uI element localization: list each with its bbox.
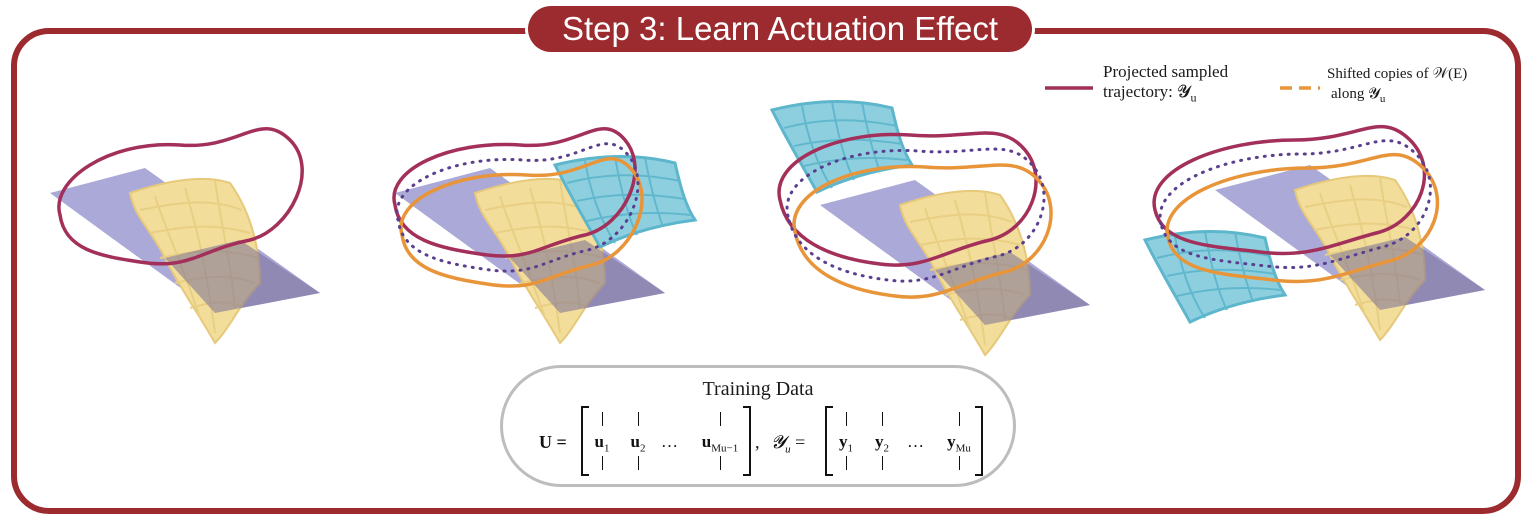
shifted-copy — [1165, 152, 1440, 284]
u-ellipsis: … — [661, 432, 678, 451]
shifted-copy — [792, 163, 1053, 299]
shifted-copy — [399, 157, 644, 288]
dotted-band — [395, 142, 640, 273]
y-ellipsis: … — [907, 432, 924, 451]
step-title: Step 3: Learn Actuation Effect — [528, 6, 1032, 52]
legend-shifted-label: Shifted copies of 𝒲(E) along 𝓨u — [1327, 66, 1468, 105]
training-equation: U = u1 u2 … uMu−1 , 𝓨u = y1 — [539, 406, 983, 476]
equation-comma: , — [755, 432, 760, 452]
training-data-box: Training Data U = u1 u2 … uMu−1 , 𝓨u = y… — [500, 365, 1016, 487]
trajectory-loop — [777, 131, 1038, 267]
y-matrix-label: 𝓨u = — [771, 432, 806, 456]
panel-2 — [392, 127, 697, 344]
y-column-1: y1 — [831, 406, 861, 476]
u-column-1: u1 — [587, 406, 617, 476]
u-matrix: u1 u2 … uMu−1 — [581, 406, 751, 476]
legend-trajectory-label: Projected sampled trajectory: 𝓨u — [1103, 62, 1229, 105]
y-column-last: yMu — [937, 406, 981, 476]
training-data-title: Training Data — [702, 378, 814, 400]
dotted-band — [1158, 139, 1432, 270]
u-column-last: uMu−1 — [691, 406, 749, 476]
y-matrix: y1 y2 … yMu — [825, 406, 983, 476]
trajectory-loop — [57, 127, 304, 266]
u-column-2: u2 — [623, 406, 653, 476]
y-column-2: y2 — [867, 406, 897, 476]
trajectory-loop — [1152, 124, 1427, 256]
panel-4 — [1143, 124, 1486, 341]
panel-1 — [49, 127, 321, 344]
panel-3 — [770, 99, 1091, 356]
u-matrix-label: U = — [539, 432, 567, 452]
